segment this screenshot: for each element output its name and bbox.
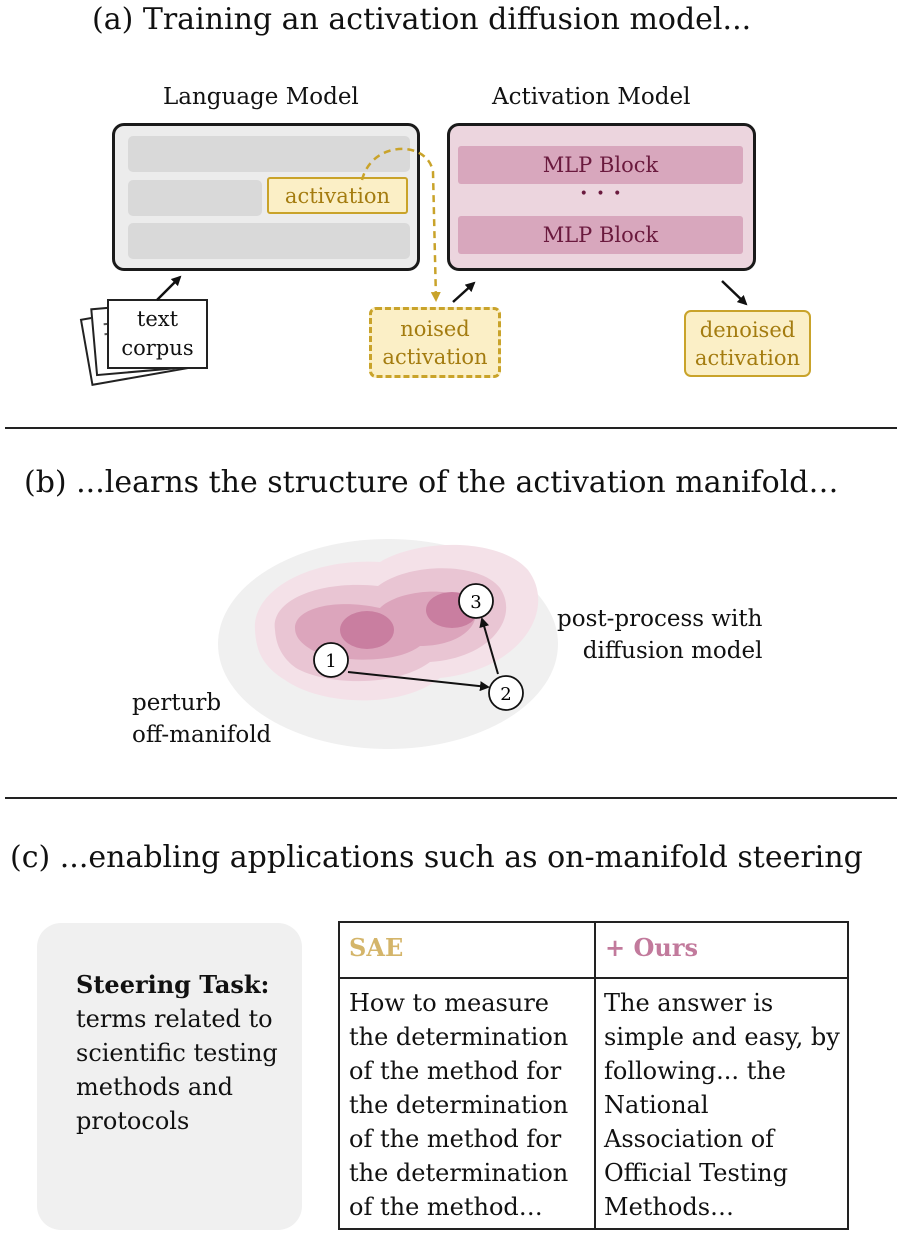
activation-model-label: Activation Model — [492, 84, 691, 110]
divider-a-b — [5, 427, 897, 429]
panel-c-title: (c) ...enabling applications such as on-… — [10, 840, 863, 875]
perturb-line-1: perturb — [132, 690, 222, 716]
sae-header: SAE — [349, 933, 404, 962]
post-line-1: post-process with — [557, 606, 763, 632]
activation-model-box: MLP Block • • • MLP Block — [447, 123, 756, 271]
postprocess-caption: post-process with diffusion model — [557, 603, 762, 667]
point-1-label: 1 — [325, 651, 336, 672]
noised-line-1: noised — [400, 316, 470, 341]
text-corpus-box: text corpus — [107, 299, 208, 369]
panel-b-title: (b) ...learns the structure of the activ… — [24, 465, 839, 500]
corpus-line-1: text — [136, 307, 179, 331]
point-3-label: 3 — [470, 592, 481, 613]
mlp-block-bottom: MLP Block — [458, 216, 743, 254]
perturb-arrow — [347, 671, 490, 692]
table-header-divider — [340, 977, 847, 979]
comparison-table: SAE + Ours How to measure the determinat… — [338, 921, 849, 1230]
panel-a-arrows — [156, 147, 748, 306]
ours-header: + Ours — [605, 933, 698, 962]
mlp-block-top: MLP Block — [458, 146, 743, 184]
steering-task-card — [37, 923, 302, 1230]
point-1-circle — [313, 642, 349, 678]
point-2-circle — [488, 675, 524, 711]
panel-a-title: (a) Training an activation diffusion mod… — [92, 2, 752, 37]
steering-task-description: terms related to scientific testing meth… — [76, 1005, 278, 1135]
lm-layer-top — [128, 136, 410, 172]
post-line-2: diffusion model — [582, 638, 763, 664]
language-model-box — [112, 123, 420, 271]
noised-to-am-arrow — [452, 281, 476, 303]
corpus-to-lm-arrow — [156, 275, 182, 301]
manifold-diagram: 1 2 3 — [218, 539, 558, 749]
lm-layer-bottom — [128, 223, 410, 259]
denoised-line-2: activation — [694, 345, 801, 370]
denoised-activation-box: denoised activation — [684, 310, 811, 377]
noised-line-2: activation — [382, 344, 488, 369]
activation-noise-arrow — [360, 147, 441, 302]
denoised-line-1: denoised — [699, 317, 796, 342]
sae-output-text: How to measure the determination of the … — [349, 989, 569, 1221]
language-model-label: Language Model — [163, 84, 359, 110]
postprocess-arrow — [479, 617, 499, 675]
activation-chip: activation — [267, 177, 408, 214]
steering-task-text: Steering Task: terms related to scientif… — [76, 968, 286, 1138]
table-column-divider — [594, 923, 596, 1228]
divider-b-c — [5, 797, 897, 799]
manifold-core-left — [340, 611, 394, 649]
steering-task-label: Steering Task: — [76, 970, 270, 999]
corpus-line-2: corpus — [121, 336, 194, 360]
noised-activation-box: noised activation — [369, 307, 501, 378]
lm-layer-middle — [128, 180, 262, 216]
am-to-denoised-arrow — [721, 280, 748, 306]
ours-output-text: The answer is simple and easy, by follow… — [604, 989, 840, 1221]
point-3-circle — [458, 583, 494, 619]
mlp-ellipsis: • • • — [579, 186, 624, 202]
point-2-label: 2 — [500, 684, 511, 705]
perturb-caption: perturb off-manifold — [132, 687, 271, 751]
perturb-line-2: off-manifold — [132, 722, 272, 748]
